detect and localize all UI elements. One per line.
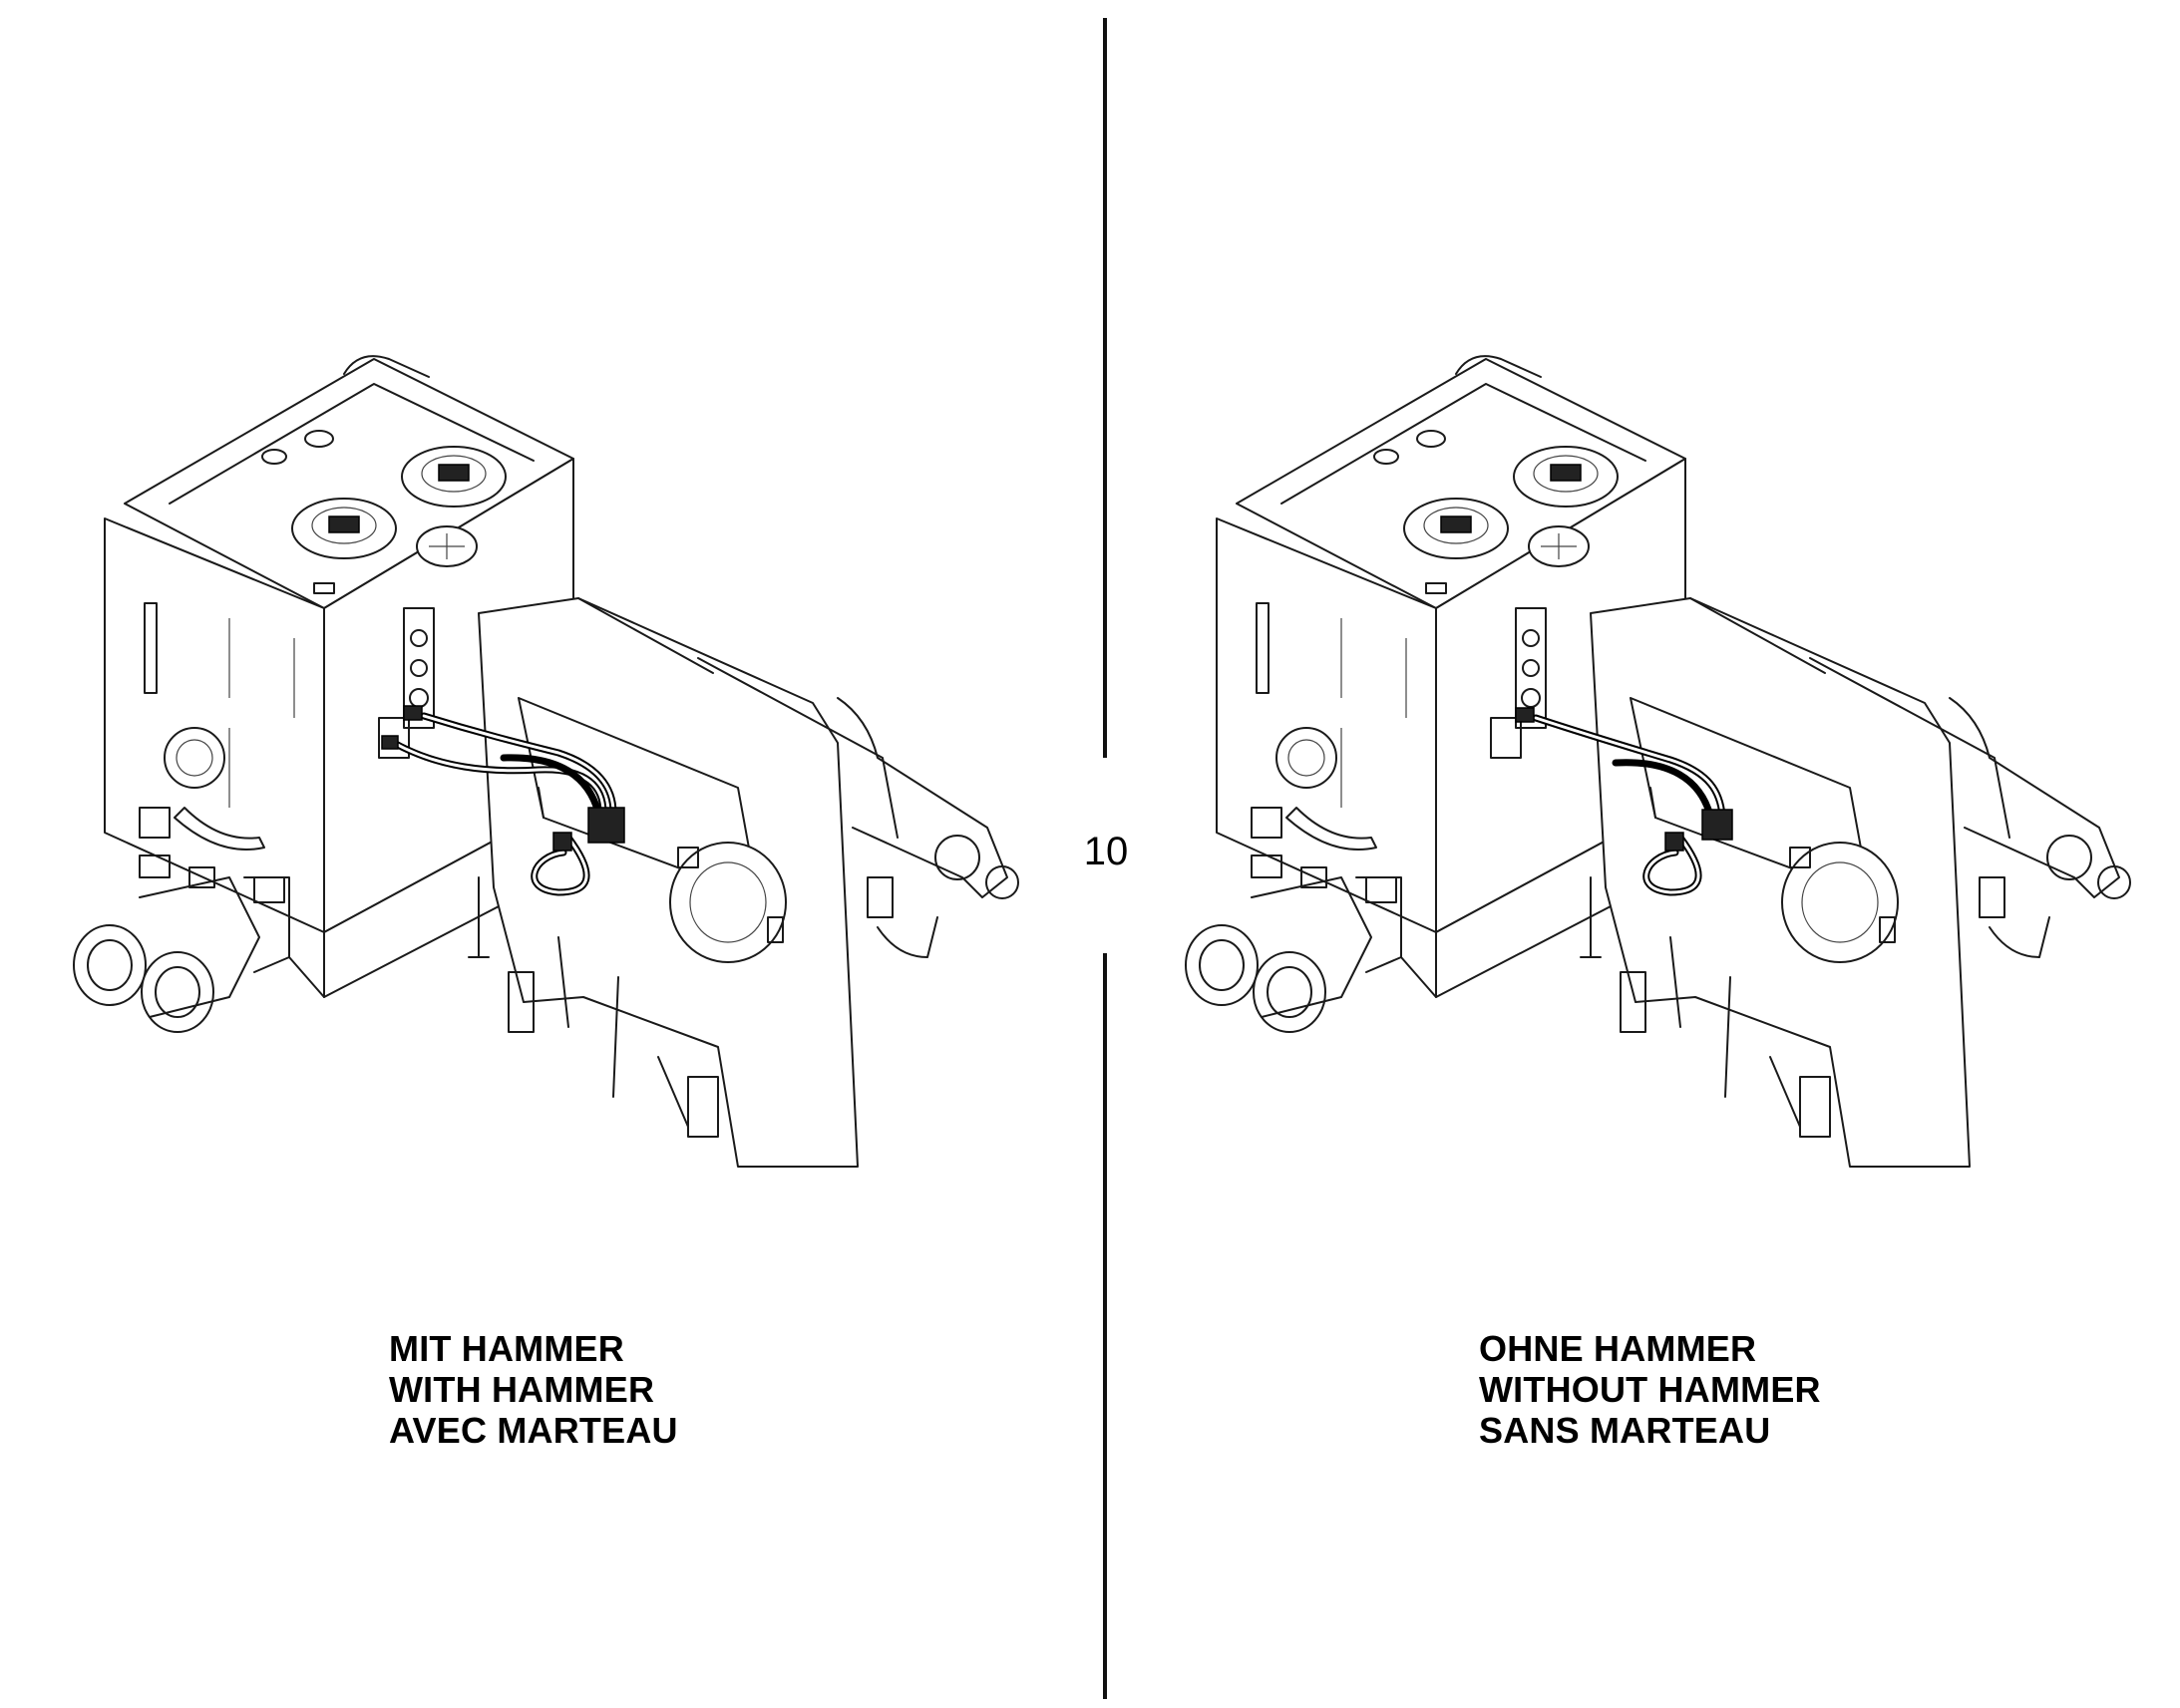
- caption-line-fr: SANS MARTEAU: [1479, 1410, 1771, 1451]
- caption-with-hammer: MIT HAMMER WITH HAMMER AVEC MARTEAU: [389, 1328, 678, 1451]
- valve-assembly: [73, 854, 290, 1033]
- caption-line-en: WITHOUT HAMMER: [1479, 1369, 1821, 1410]
- callout-number: 10: [1083, 830, 1129, 873]
- conveyor-unit: [478, 597, 1019, 1168]
- hose-assembly: [1515, 707, 1733, 896]
- caption-line-de: MIT HAMMER: [389, 1328, 624, 1369]
- machine-with-hammer-drawing: [73, 355, 1019, 1168]
- center-divider-bottom: [1103, 953, 1107, 1699]
- caption-line-de: OHNE HAMMER: [1479, 1328, 1757, 1369]
- machine-without-hammer-drawing: [1185, 355, 2131, 1168]
- hammer-hose-assembly: [381, 705, 625, 896]
- caption-line-fr: AVEC MARTEAU: [389, 1410, 678, 1451]
- caption-without-hammer: OHNE HAMMER WITHOUT HAMMER SANS MARTEAU: [1479, 1328, 1821, 1451]
- valve-assembly: [1185, 854, 1402, 1033]
- conveyor-unit: [1590, 597, 2131, 1168]
- caption-line-en: WITH HAMMER: [389, 1369, 655, 1410]
- machine-body: [104, 355, 574, 998]
- center-divider-top: [1103, 18, 1107, 758]
